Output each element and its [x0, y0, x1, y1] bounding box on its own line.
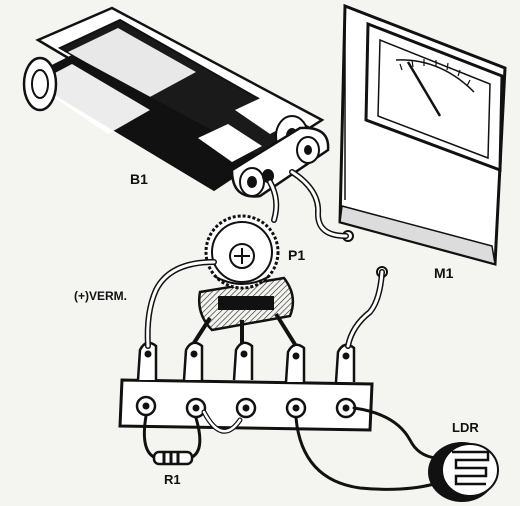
- ldr-label: LDR: [452, 420, 479, 435]
- terminal-lug-1: [135, 341, 158, 417]
- red-wire-label: (+)VERM.: [74, 289, 127, 303]
- terminal-lug-2: [182, 341, 207, 419]
- battery-holder-b1: [22, 6, 330, 198]
- wires: [142, 169, 438, 491]
- meter-needle: [406, 61, 442, 117]
- ldr-sensor: [428, 442, 499, 502]
- resistor-label: R1: [164, 472, 181, 487]
- meter-scale-window: [364, 21, 504, 173]
- meter-m1: [338, 3, 507, 278]
- terminal-strip: [118, 341, 374, 432]
- resistor-r1: [152, 450, 194, 466]
- wire-ldr-b: [352, 406, 438, 460]
- potentiometer-p1: [190, 214, 298, 348]
- battery-label: B1: [130, 171, 148, 187]
- terminal-lug-5: [334, 343, 357, 419]
- wire-ldr-a: [294, 416, 436, 491]
- battery-end-cap: [230, 126, 330, 198]
- potentiometer-label: P1: [288, 247, 305, 263]
- terminal-lug-4: [284, 343, 307, 419]
- terminal-lug-3: [232, 341, 257, 419]
- meter-label: M1: [434, 265, 454, 281]
